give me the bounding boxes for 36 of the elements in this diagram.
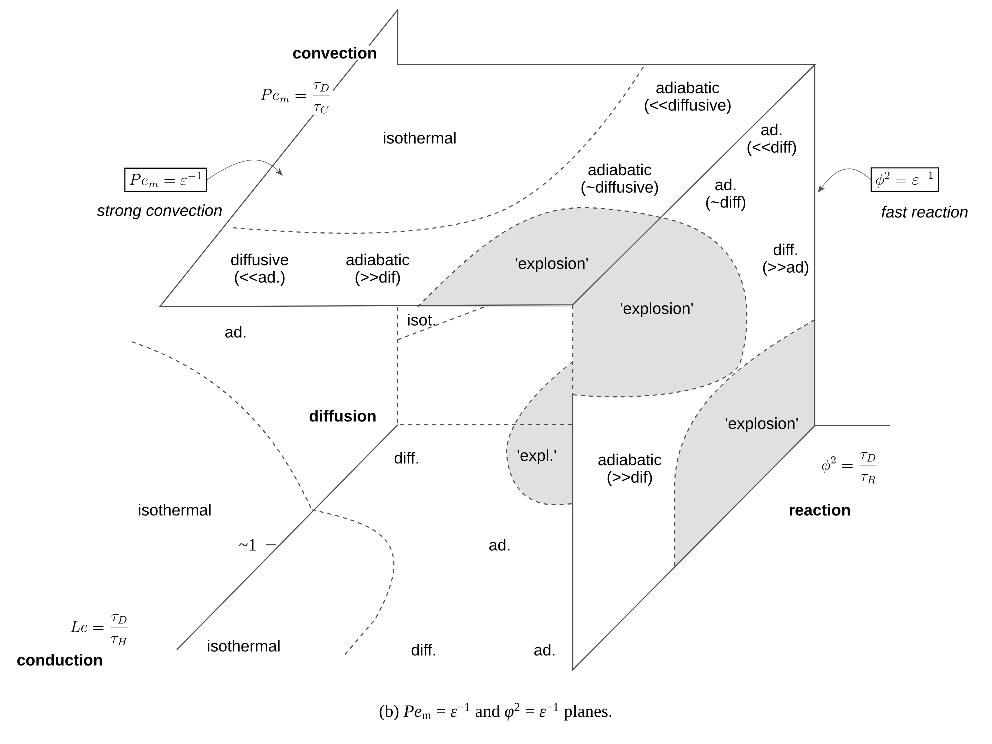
region-label: isot.: [408, 314, 436, 326]
tick-label: ~1: [238, 538, 258, 552]
axis-label: reaction: [788, 502, 852, 518]
axis-label: conduction: [16, 652, 104, 668]
region-label: adiabatic (<<diffusive): [645, 82, 731, 114]
axis-label: diffusion: [308, 408, 378, 424]
region-label: 'explosion': [726, 418, 798, 432]
region-label: diff.: [412, 644, 436, 656]
axis-label: convection: [291, 46, 379, 60]
region-label: ad.: [490, 539, 510, 551]
formula-caption: strong convection: [97, 204, 222, 220]
formula-box: $\phi^2 = \varepsilon^{-1}$: [870, 168, 940, 192]
region-label: diffusive (<<ad.): [231, 254, 288, 286]
region-label: 'expl.': [518, 450, 556, 464]
region-label: ad. (~diff): [706, 178, 746, 212]
region-label: ad. (<<diff): [748, 124, 796, 156]
region-label: adiabatic (>>dif): [346, 254, 410, 286]
region-label: diff. (>>ad): [763, 244, 809, 276]
arrow: [207, 160, 283, 180]
formula: $Le = \frac{\tau_D}{\tau_H}$: [68, 613, 132, 647]
region-label: adiabatic (~diffusive): [582, 164, 658, 196]
formula-box: $Pe_m = \varepsilon^{-1}$: [124, 168, 208, 192]
formula: $\phi^2 = \frac{\tau_D}{\tau_R}$: [820, 451, 880, 485]
formula: $Pe_m = \frac{\tau_D}{\tau_C}$: [258, 81, 334, 115]
region-label: adiabatic (>>dif): [598, 454, 662, 486]
region-label: isothermal: [208, 640, 280, 652]
region-label: ad.: [226, 326, 246, 338]
figure-caption: (b) Pe$_{m}$ = ε$^{−1}$ and φ$^{2}$ = ε$^{−1}$ planes.: [380, 703, 612, 721]
region-label: isothermal: [384, 132, 456, 144]
region-label: isothermal: [139, 504, 211, 516]
region-label: diff.: [394, 452, 418, 464]
arrow: [818, 168, 872, 193]
region-label: ad.: [534, 644, 555, 656]
formula-caption: fast reaction: [882, 206, 968, 218]
region-label: 'explosion': [516, 258, 588, 272]
region-label: 'explosion': [620, 302, 694, 318]
